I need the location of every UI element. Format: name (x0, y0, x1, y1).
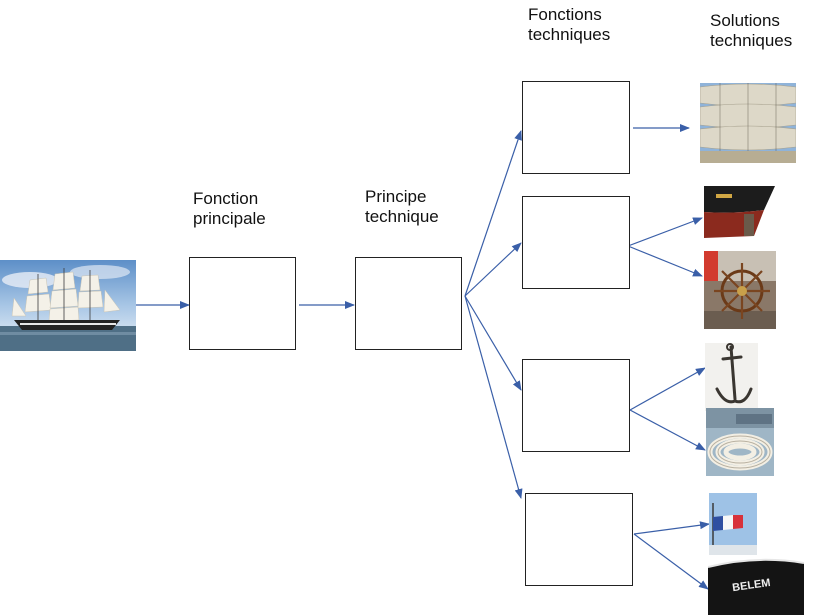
box-fonction-technique-1 (522, 81, 630, 174)
arrow-ft2-to-wheel (627, 245, 703, 277)
label-solutions-techniques: Solutions techniques (710, 11, 793, 50)
label-principe-technique: Principe technique (365, 187, 439, 226)
box-principe-technique (355, 257, 462, 350)
arrow-ft2-to-hull (627, 217, 703, 247)
arrow-principe-to-ft2 (464, 242, 522, 297)
box-fonction-technique-2 (522, 196, 630, 289)
sails-photo (700, 83, 796, 163)
french-flag-photo (709, 493, 757, 555)
box-fonction-principale (189, 257, 296, 350)
nameplate-text: BELEM (731, 577, 771, 594)
arrow-ft3-to-anchor (629, 367, 706, 411)
ship-wheel-photo (704, 251, 776, 329)
arrow-ft3-to-rope (629, 409, 706, 451)
arrow-ft4-to-nameplate (633, 533, 709, 590)
arrow-principe-to-ft1 (464, 130, 522, 297)
arrow-ft4-to-flag (633, 521, 710, 535)
tall-ship-photo (0, 260, 136, 351)
box-fonction-technique-4 (525, 493, 633, 586)
label-fonctions-techniques: Fonctions techniques (528, 5, 611, 44)
coiled-rope-photo (706, 408, 774, 476)
label-fonction-principale: Fonction principale (193, 189, 266, 228)
box-fonction-technique-3 (522, 359, 630, 452)
arrow-principe-to-ft3 (464, 295, 522, 391)
belem-nameplate-photo: BELEM (708, 557, 804, 615)
hull-bow-photo (704, 184, 775, 239)
arrow-principe-to-ft4 (464, 295, 523, 499)
anchor-photo (705, 343, 758, 411)
